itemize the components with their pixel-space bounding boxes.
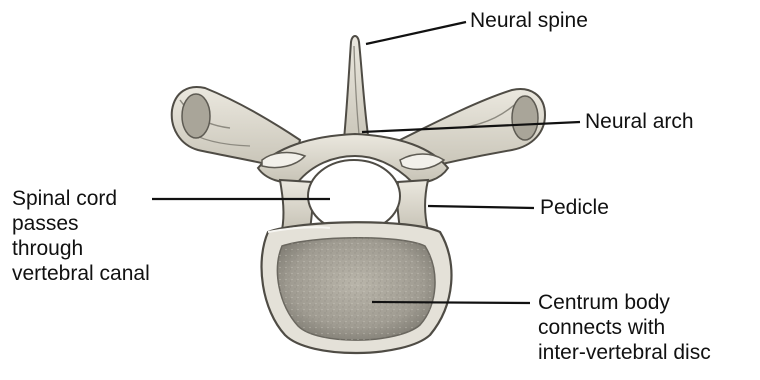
label-neural-arch-text: Neural arch <box>585 109 694 134</box>
centrum-body <box>262 222 452 353</box>
label-centrum-line: connects with <box>538 315 711 340</box>
label-pedicle-text: Pedicle <box>540 195 609 220</box>
label-neural-spine-text: Neural spine <box>470 8 588 33</box>
leader-centrum <box>372 302 530 303</box>
label-neural-arch: Neural arch <box>585 109 694 134</box>
label-pedicle: Pedicle <box>540 195 609 220</box>
label-spinal-cord-line: vertebral canal <box>12 261 150 286</box>
label-spinal-cord-line: Spinal cord <box>12 186 150 211</box>
label-spinal-cord-line: through <box>12 236 150 261</box>
label-spinal-cord: Spinal cord passes through vertebral can… <box>12 186 150 286</box>
label-spinal-cord-line: passes <box>12 211 150 236</box>
label-centrum-line: inter-vertebral disc <box>538 340 711 365</box>
label-neural-spine: Neural spine <box>470 8 588 33</box>
label-centrum-body: Centrum body connects with inter-vertebr… <box>538 290 711 365</box>
leader-pedicle <box>428 206 534 208</box>
leader-neural-spine <box>366 22 466 44</box>
label-centrum-line: Centrum body <box>538 290 711 315</box>
